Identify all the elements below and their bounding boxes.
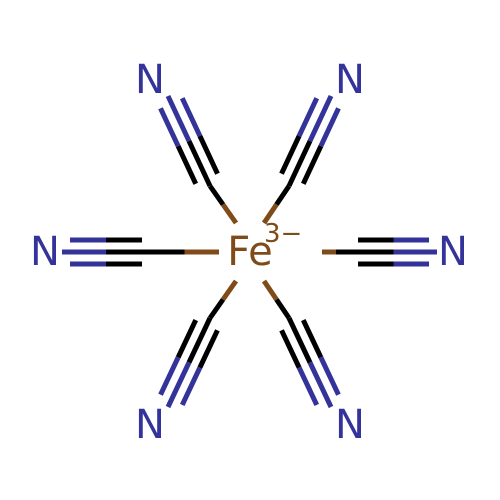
cyano-upper-right-fe-c-bond-carbon-half [274,184,292,206]
cyano-upper-left-triple-bond-nitrogen-half [158,107,181,148]
cyano-lower-left-fe-c-bond-carbon-half [207,298,226,320]
cyano-lower-right-fe-c-bond-carbon-half [274,298,292,320]
cyano-lower-right-nitrogen-label: N [335,402,365,448]
cyano-upper-right-triple-bond-nitrogen-half [307,94,334,143]
iron-charge-label: 3− [264,219,302,249]
cyano-lower-left-fe-c-bond-iron-half [220,279,239,301]
cyano-lower-right-triple-bond-nitrogen-half [307,361,334,409]
cyano-lower-right-fe-c-bond-iron-half [261,279,279,301]
cyano-upper-left-fe-c-bond-iron-half [220,203,239,225]
cyano-left-nitrogen-label: N [30,229,60,275]
cyano-upper-right-fe-c-bond-iron-half [261,203,279,225]
atom-labels-group: Fe 3− N N N N N N [30,57,468,448]
cyano-lower-left-triple-bond-nitrogen-half [180,366,203,406]
cyano-lower-left-triple-bond-carbon-half [186,316,213,364]
cyano-upper-right-nitrogen-label: N [335,57,365,103]
cyano-upper-right-triple-bond-carbon-half [279,134,302,175]
cyano-upper-left-triple-bond-nitrogen-half [179,97,203,137]
cyano-upper-left-triple-bond-carbon-half [175,145,199,185]
cyano-lower-right-triple-bond-carbon-half [286,316,313,364]
iron-atom-label: Fe [227,229,272,275]
cyano-upper-right-triple-bond-nitrogen-half [296,97,320,137]
cyano-upper-left-fe-c-bond-carbon-half [207,184,226,206]
cyano-lower-right-triple-bond-nitrogen-half [296,366,319,406]
cyano-upper-right-triple-bond-carbon-half [300,145,324,185]
cyano-lower-right-triple-bond-nitrogen-half [318,356,341,396]
cyano-lower-left-triple-bond-carbon-half [175,319,198,359]
cyano-lower-left-triple-bond-nitrogen-half [165,361,192,409]
cyano-lower-right-triple-bond-carbon-half [279,329,302,369]
cyano-upper-left-triple-bond-nitrogen-half [165,94,192,143]
cyano-lower-left-nitrogen-label: N [135,402,165,448]
cyano-lower-right-triple-bond-carbon-half [301,319,324,359]
cyano-upper-left-nitrogen-label: N [135,57,165,103]
bonds-group [62,94,437,409]
cyano-upper-left-triple-bond-carbon-half [186,139,213,188]
cyano-upper-left-triple-bond-carbon-half [197,134,220,175]
cyano-upper-right-triple-bond-nitrogen-half [318,107,341,148]
cyano-lower-left-triple-bond-carbon-half [197,329,220,369]
cyano-upper-right-triple-bond-carbon-half [286,139,313,188]
cyano-lower-left-triple-bond-nitrogen-half [158,356,181,396]
cyano-right-nitrogen-label: N [438,229,468,275]
